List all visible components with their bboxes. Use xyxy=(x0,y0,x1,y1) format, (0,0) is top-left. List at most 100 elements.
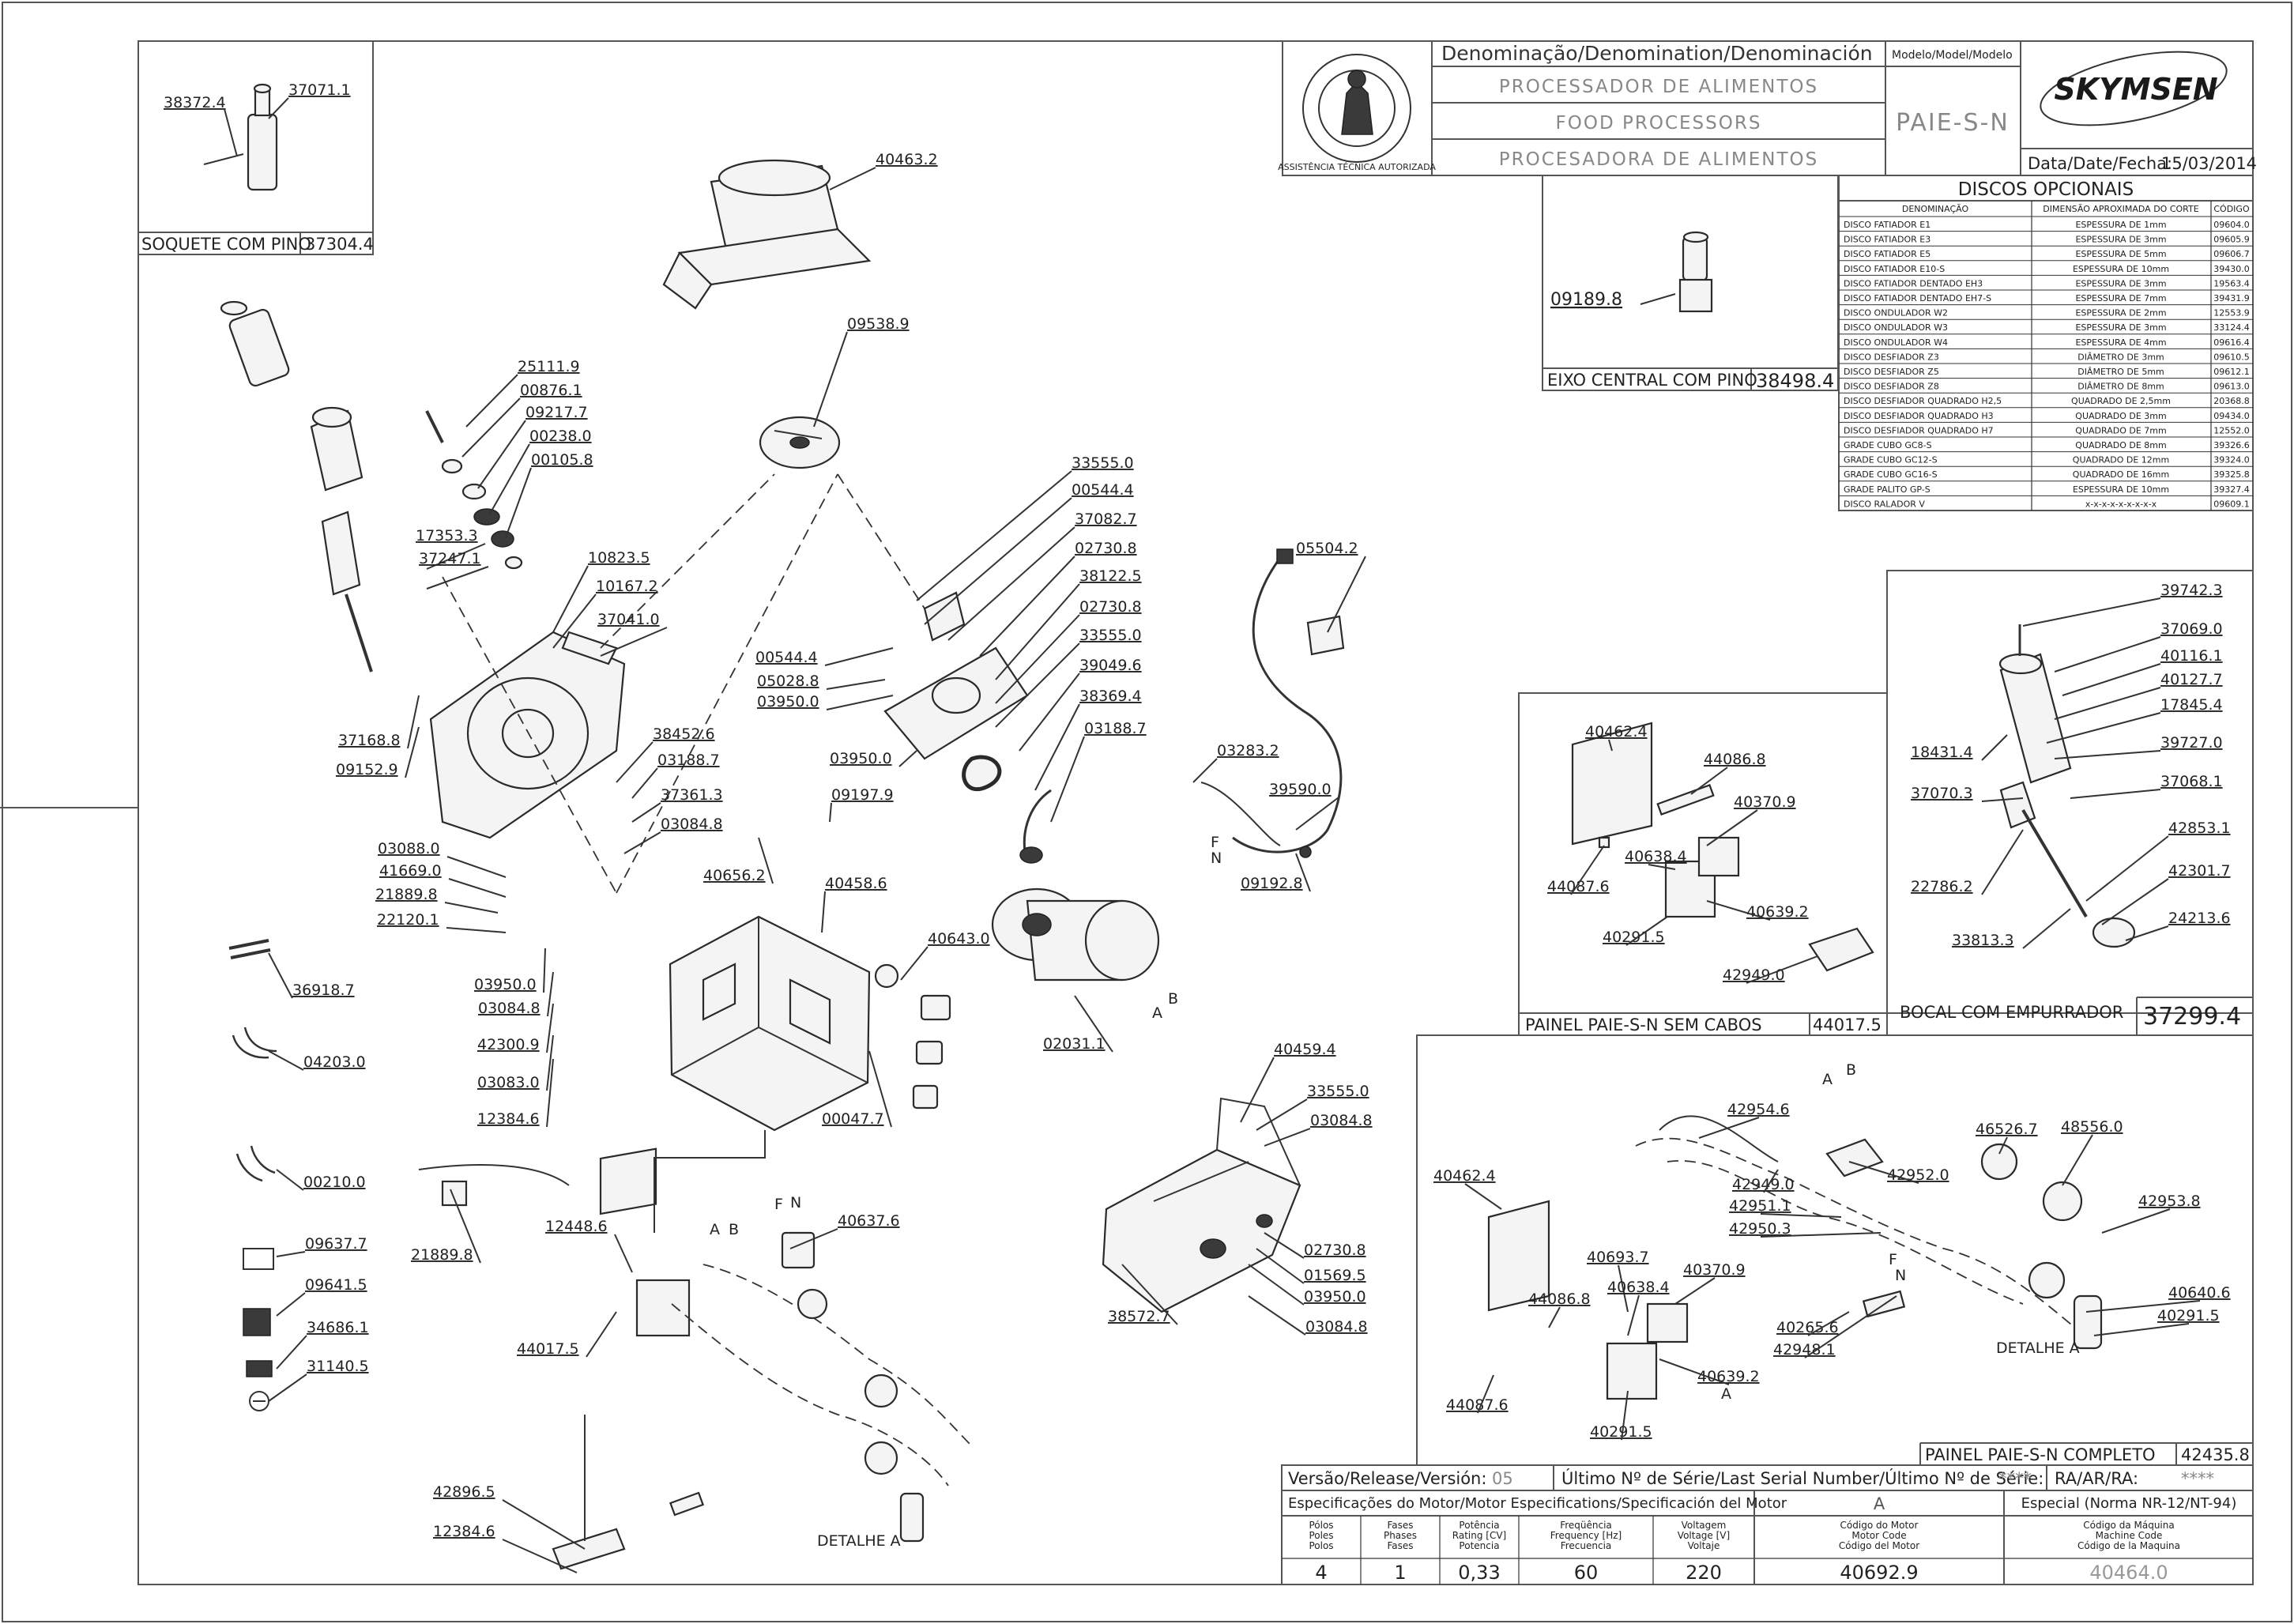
base-plate xyxy=(1102,1097,1301,1313)
leader-line xyxy=(623,831,661,854)
discs-col-code: CÓDIGO xyxy=(2213,204,2250,214)
label-33555-0: 33555.0 xyxy=(1072,454,1134,472)
leader-line xyxy=(1034,703,1080,791)
disc-row-name: GRADE CUBO GC12-S xyxy=(1844,455,1938,465)
footer-col-head: Rating [CV] xyxy=(1452,1530,1506,1541)
disc-row-name: DISCO DESFIADOR QUADRADO H7 xyxy=(1844,425,1994,435)
marker-A: A xyxy=(1822,1071,1833,1088)
disc-row-dimension: QUADRADO DE 7mm xyxy=(2075,425,2166,435)
label-05028-8: 05028.8 xyxy=(757,673,819,690)
label-38369-4: 38369.4 xyxy=(1079,688,1142,705)
soquete-caption: SOQUETE COM PINO xyxy=(141,235,311,254)
leader-line xyxy=(1121,1264,1178,1325)
footer-col-value: 220 xyxy=(1686,1562,1722,1584)
leader-line xyxy=(1295,797,1339,831)
leader-line xyxy=(1981,734,2008,761)
footer-col-head: Potencia xyxy=(1459,1540,1499,1551)
leader-line xyxy=(2054,750,2161,759)
disc-row-dimension: ESPESSURA DE 3mm xyxy=(2075,322,2166,333)
leader-line xyxy=(2070,789,2161,799)
footer-col-head: Frecuencia xyxy=(1561,1540,1612,1551)
label-18431-4: 18431.4 xyxy=(1911,744,1973,761)
soquete-code: 37304.4 xyxy=(305,235,374,254)
disc-row-code: 39324.0 xyxy=(2213,455,2250,465)
leader-line xyxy=(1295,853,1311,892)
slicing-disc xyxy=(759,416,841,469)
painel-completo-caption: PAINEL PAIE-S-N COMPLETO xyxy=(1925,1445,2156,1464)
disc-row-dimension: QUADRADO DE 8mm xyxy=(2075,440,2166,450)
soquete-box: SOQUETE COM PINO 37304.4 38372.4 37071.1 xyxy=(137,40,374,255)
leader-line xyxy=(789,1228,838,1249)
leader-line xyxy=(1019,673,1080,752)
label-03188-7: 03188.7 xyxy=(657,752,720,769)
label-12448-6: 12448.6 xyxy=(545,1218,608,1235)
leader-line xyxy=(2125,925,2169,941)
label-03083-0: 03083.0 xyxy=(477,1074,540,1091)
loose-parts xyxy=(228,939,277,1411)
disc-row-name: DISCO FATIADOR DENTADO EH3 xyxy=(1844,278,1983,288)
label-03088-0: 03088.0 xyxy=(378,840,440,857)
label-42853-1: 42853.1 xyxy=(2168,820,2231,837)
marker-B: B xyxy=(1846,1061,1856,1079)
marker-N: N xyxy=(1895,1267,1906,1284)
leader-line xyxy=(552,565,589,633)
footer-col-head: Phases xyxy=(1384,1530,1417,1541)
leader-line xyxy=(426,543,486,570)
leader-line xyxy=(1998,1136,2008,1155)
label-48556-0: 48556.0 xyxy=(2061,1118,2123,1136)
optional-discs-table: DISCOS OPCIONAIS DENOMINAÇÃO DIMENSÃO AP… xyxy=(1838,175,2254,511)
footer-col-head: Voltagem xyxy=(1682,1520,1727,1531)
leader-line xyxy=(444,902,499,914)
date-label: Data/Date/Fecha: xyxy=(2028,154,2172,173)
leader-line xyxy=(1981,829,2024,895)
brand-logo: SKYMSEN xyxy=(2040,51,2228,126)
label-37041-0: 37041.0 xyxy=(597,611,660,628)
label-03950-0: 03950.0 xyxy=(1304,1288,1366,1306)
leader-line xyxy=(821,891,826,933)
footer-col-head: Frequency [Hz] xyxy=(1550,1530,1622,1541)
leader-line xyxy=(829,167,876,190)
leader-line xyxy=(407,695,420,749)
disc-row-dimension: ESPESSURA DE 10mm xyxy=(2073,264,2169,274)
leader-line xyxy=(1848,1161,1919,1184)
leader-line xyxy=(1248,1264,1305,1306)
label-40640-6: 40640.6 xyxy=(2168,1284,2231,1302)
leader-line xyxy=(547,971,554,1017)
brand-name: SKYMSEN xyxy=(2054,72,2217,107)
leader-line xyxy=(1608,739,1613,752)
disc-row-name: DISCO FATIADOR DENTADO EH7-S xyxy=(1844,293,1991,303)
label-24213-6: 24213.6 xyxy=(2168,910,2231,927)
disc-row-code: 09605.9 xyxy=(2213,235,2250,245)
marker-B: B xyxy=(1168,990,1178,1008)
leader-line xyxy=(898,750,917,767)
marker-A: A xyxy=(1721,1385,1731,1403)
label-31140-5: 31140.5 xyxy=(307,1358,369,1375)
leader-line xyxy=(1760,1213,1842,1218)
denomination-title: Denominação/Denomination/Denominación xyxy=(1441,42,1873,65)
footer-col-value: 1 xyxy=(1394,1562,1406,1584)
label-39590-0: 39590.0 xyxy=(1269,781,1332,798)
disc-row-dimension: ESPESSURA DE 7mm xyxy=(2075,293,2166,303)
leader-line xyxy=(2101,1208,2171,1234)
disc-row-code: 09610.5 xyxy=(2213,352,2250,362)
bocal-box: BOCAL COM EMPURRADOR 37299.4 39742.33706… xyxy=(1886,570,2254,1036)
leader-line xyxy=(276,1335,307,1370)
leader-line xyxy=(616,741,654,783)
leader-line xyxy=(446,927,507,933)
label-38122-5: 38122.5 xyxy=(1079,567,1142,585)
label-09538-9: 09538.9 xyxy=(847,315,910,333)
leader-line xyxy=(1248,1295,1306,1336)
disc-row-code: 39431.9 xyxy=(2213,293,2250,303)
disc-row-dimension: ESPESSURA DE 5mm xyxy=(2075,249,2166,259)
leader-line xyxy=(900,946,929,981)
label-01569-5: 01569.5 xyxy=(1304,1267,1366,1284)
motor xyxy=(991,789,1160,982)
footer-col-head: Poles xyxy=(1309,1530,1333,1541)
leader-line xyxy=(1240,1057,1275,1123)
footer-col-head: Código del Motor xyxy=(1839,1540,1919,1551)
label-09217-7: 09217.7 xyxy=(525,404,588,421)
painel-completo-box: PAINEL PAIE-S-N COMPLETO 42435.8 42954.6… xyxy=(1416,1034,2254,1466)
disc-row-dimension: DIÂMETRO DE 3mm xyxy=(2077,352,2164,362)
label-42950-3: 42950.3 xyxy=(1729,1220,1791,1238)
